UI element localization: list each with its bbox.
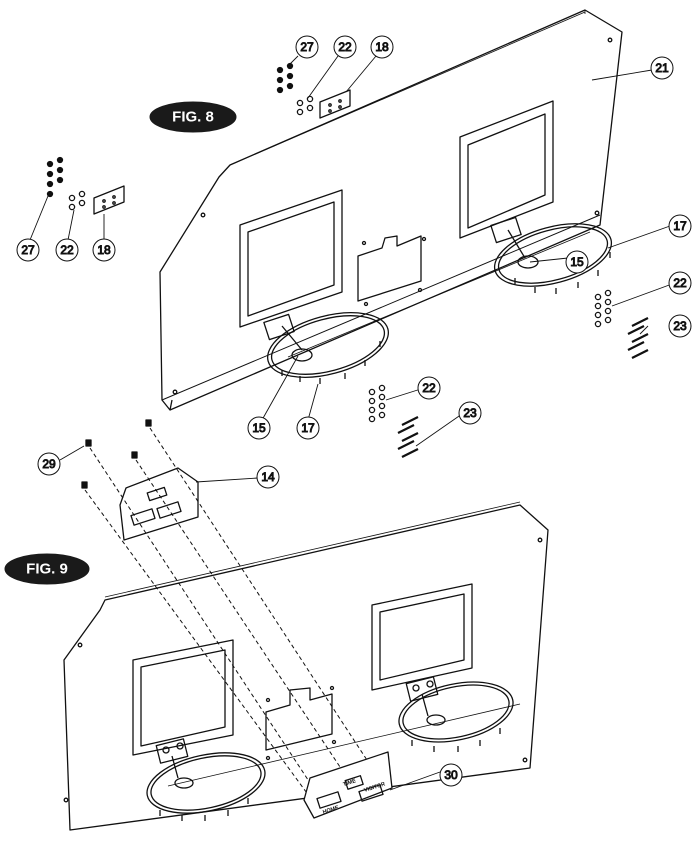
home-label: HOME bbox=[322, 805, 340, 816]
callout-22-top: 22 bbox=[333, 35, 357, 59]
hardware-left-27 bbox=[46, 156, 64, 198]
callout-21: 21 bbox=[650, 56, 674, 80]
center-cutout-fig9 bbox=[265, 685, 337, 761]
rim-right-fig9 bbox=[398, 676, 514, 752]
svg-text:21: 21 bbox=[655, 61, 669, 75]
svg-text:22: 22 bbox=[422, 381, 436, 395]
window-right-fig9 bbox=[371, 583, 473, 691]
backboard-fig9 bbox=[63, 501, 549, 831]
window-left-fig9 bbox=[132, 639, 234, 756]
axis-line-fig9 bbox=[167, 703, 521, 787]
svg-text:15: 15 bbox=[570, 255, 584, 269]
svg-text:17: 17 bbox=[673, 219, 687, 233]
rim-left-fig9 bbox=[146, 738, 266, 821]
hardware-left-22 bbox=[68, 190, 86, 211]
svg-text:27: 27 bbox=[300, 40, 314, 54]
fig8-badge: FIG. 8 bbox=[149, 101, 237, 133]
center-cutout-fig8 bbox=[357, 235, 427, 307]
callout-27-left: 27 bbox=[16, 238, 40, 262]
fig9-title: FIG. 9 bbox=[26, 561, 68, 578]
callout-15-right: 15 bbox=[565, 250, 589, 274]
scoreboard-panel-30 bbox=[303, 751, 393, 819]
callout-30: 30 bbox=[439, 763, 463, 787]
hardware-top-27 bbox=[276, 62, 294, 94]
callout-17-right: 17 bbox=[668, 214, 692, 238]
svg-text:22: 22 bbox=[673, 276, 687, 290]
leader-lines-fig8 bbox=[29, 55, 673, 447]
svg-text:29: 29 bbox=[42, 457, 56, 471]
svg-text:14: 14 bbox=[261, 470, 275, 484]
window-left-fig8 bbox=[239, 189, 343, 328]
leader-lines-fig9 bbox=[59, 445, 441, 791]
svg-text:17: 17 bbox=[301, 421, 315, 435]
callout-17-left: 17 bbox=[296, 416, 320, 440]
callout-18-left: 18 bbox=[92, 238, 116, 262]
fig8-title: FIG. 8 bbox=[172, 109, 214, 126]
fig8-group bbox=[29, 9, 673, 458]
plate-left-18 bbox=[93, 185, 125, 215]
svg-text:30: 30 bbox=[444, 768, 458, 782]
control-panel-14 bbox=[119, 467, 199, 541]
callout-14: 14 bbox=[256, 465, 280, 489]
callout-29: 29 bbox=[37, 452, 61, 476]
hardware-right-22 bbox=[594, 289, 612, 328]
callout-23-right: 23 bbox=[668, 314, 692, 338]
svg-text:23: 23 bbox=[673, 319, 687, 333]
fig9-group bbox=[59, 419, 549, 831]
callout-22-right: 22 bbox=[668, 271, 692, 295]
window-right-fig8 bbox=[459, 100, 554, 239]
plate-top-18 bbox=[319, 89, 351, 119]
svg-text:22: 22 bbox=[60, 243, 74, 257]
svg-text:27: 27 bbox=[21, 243, 35, 257]
svg-text:18: 18 bbox=[375, 40, 389, 54]
time-label: TIME bbox=[343, 778, 358, 788]
svg-text:22: 22 bbox=[338, 40, 352, 54]
rim-left-fig8 bbox=[263, 312, 390, 384]
bolts-right-23 bbox=[627, 317, 649, 359]
bolts-mid-23 bbox=[397, 416, 419, 458]
fig9-badge: FIG. 9 bbox=[4, 553, 90, 585]
dashed-guides-fig9 bbox=[84, 427, 381, 801]
hardware-mid-22 bbox=[368, 384, 386, 423]
screws-29 bbox=[81, 419, 152, 489]
svg-text:23: 23 bbox=[463, 406, 477, 420]
callout-22-mid: 22 bbox=[417, 376, 441, 400]
callout-27-top: 27 bbox=[295, 35, 319, 59]
backboard-fig8 bbox=[159, 9, 623, 411]
callouts: 27 22 18 21 27 22 18 17 15 22 23 15 17 2… bbox=[16, 35, 692, 787]
callout-15-left: 15 bbox=[247, 416, 271, 440]
axis-line-fig8 bbox=[287, 231, 591, 358]
callout-22-left: 22 bbox=[55, 238, 79, 262]
callout-18-top: 18 bbox=[370, 35, 394, 59]
svg-text:18: 18 bbox=[97, 243, 111, 257]
svg-text:15: 15 bbox=[252, 421, 266, 435]
hardware-top-22 bbox=[296, 95, 314, 116]
callout-23-mid: 23 bbox=[458, 401, 482, 425]
